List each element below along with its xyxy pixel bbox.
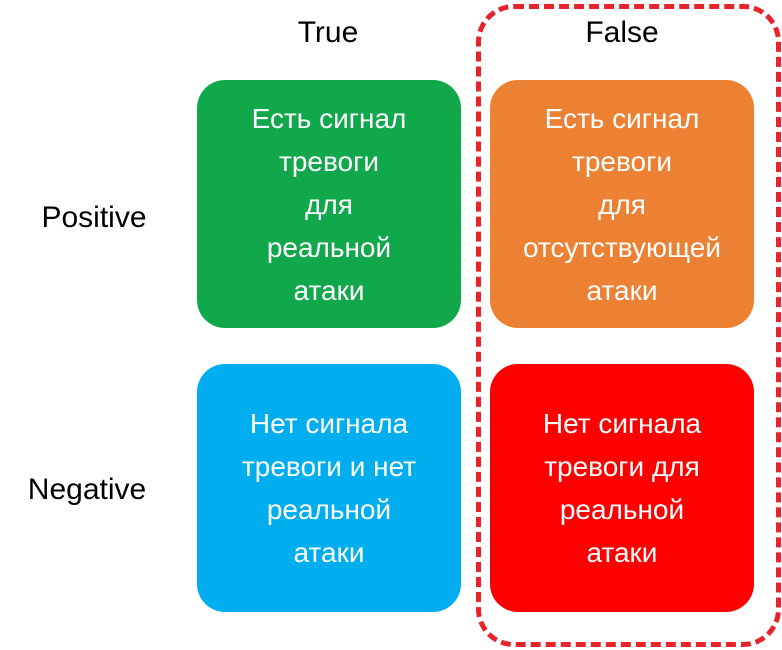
cell-true-negative: Нет сигнала тревоги и нет реальной атаки: [197, 364, 461, 612]
row-header-positive: Positive: [41, 201, 147, 234]
cell-false-negative: Нет сигнала тревоги для реальной атаки: [490, 364, 754, 612]
cell-false-negative-text: Нет сигнала тревоги для реальной атаки: [542, 408, 702, 568]
cell-false-positive-text: Есть сигнал тревоги для отсутствующей ат…: [523, 102, 721, 306]
cell-false-positive: Есть сигнал тревоги для отсутствующей ат…: [490, 80, 754, 328]
column-header-false: False: [585, 16, 659, 49]
cell-true-negative-text: Нет сигнала тревоги и нет реальной атаки: [241, 408, 417, 568]
cell-true-positive-text: Есть сигнал тревоги для реальной атаки: [251, 102, 407, 306]
column-header-true: True: [297, 16, 359, 49]
row-header-negative: Negative: [27, 473, 147, 506]
cell-true-positive: Есть сигнал тревоги для реальной атаки: [197, 80, 461, 328]
